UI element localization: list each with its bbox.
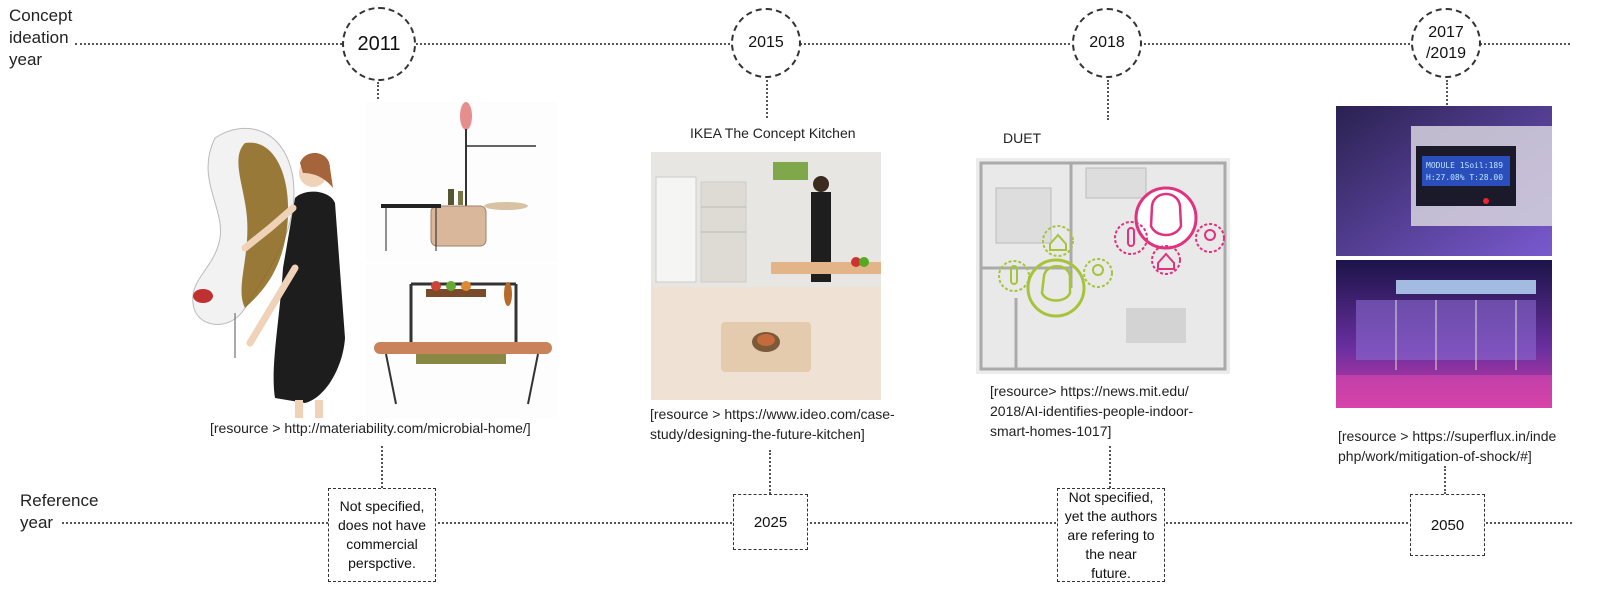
concept-year-circle-2015: 2015 — [731, 8, 801, 78]
superflux-lcd-image: MODULE 1Soil:189 H:27.08% T:28.00 — [1336, 106, 1552, 256]
reference-timeline — [62, 522, 1572, 524]
duet-title: DUET — [1003, 130, 1042, 146]
concept-year-circle-2017-2019: 2017/2019 — [1411, 8, 1481, 78]
microbial-home-table-image — [366, 264, 558, 418]
connector — [1444, 466, 1446, 494]
duet-caption: [resource> https://news.mit.edu/2018/AI-… — [990, 383, 1194, 439]
microbial-home-caption: [resource > http://materiability.com/mic… — [210, 420, 531, 436]
duet-floorplan-image — [976, 158, 1230, 374]
concept-timeline — [75, 43, 1570, 45]
ikea-concept-kitchen-image — [651, 152, 881, 400]
lcd-line-1: MODULE 1Soil:189 — [1426, 161, 1503, 170]
connector — [1107, 80, 1109, 120]
connector — [377, 82, 379, 118]
connector — [381, 446, 383, 488]
connector — [1446, 80, 1448, 105]
superflux-farm-image — [1336, 260, 1552, 408]
reference-year-box-ikea: 2025 — [733, 494, 808, 550]
lcd-line-2: H:27.08% T:28.00 — [1426, 173, 1503, 182]
reference-year-box-superflux: 2050 — [1410, 494, 1485, 556]
connector — [769, 450, 771, 494]
connector — [1109, 446, 1111, 488]
ikea-title: IKEA The Concept Kitchen — [690, 125, 856, 141]
concept-year-circle-2011: 2011 — [342, 7, 416, 81]
microbial-home-kitchen-image — [366, 101, 558, 261]
concept-year-circle-2018: 2018 — [1072, 8, 1142, 78]
ikea-caption: [resource > https://www.ideo.com/case-st… — [650, 406, 895, 442]
connector — [766, 80, 768, 118]
microbial-home-pod-image — [175, 118, 360, 418]
